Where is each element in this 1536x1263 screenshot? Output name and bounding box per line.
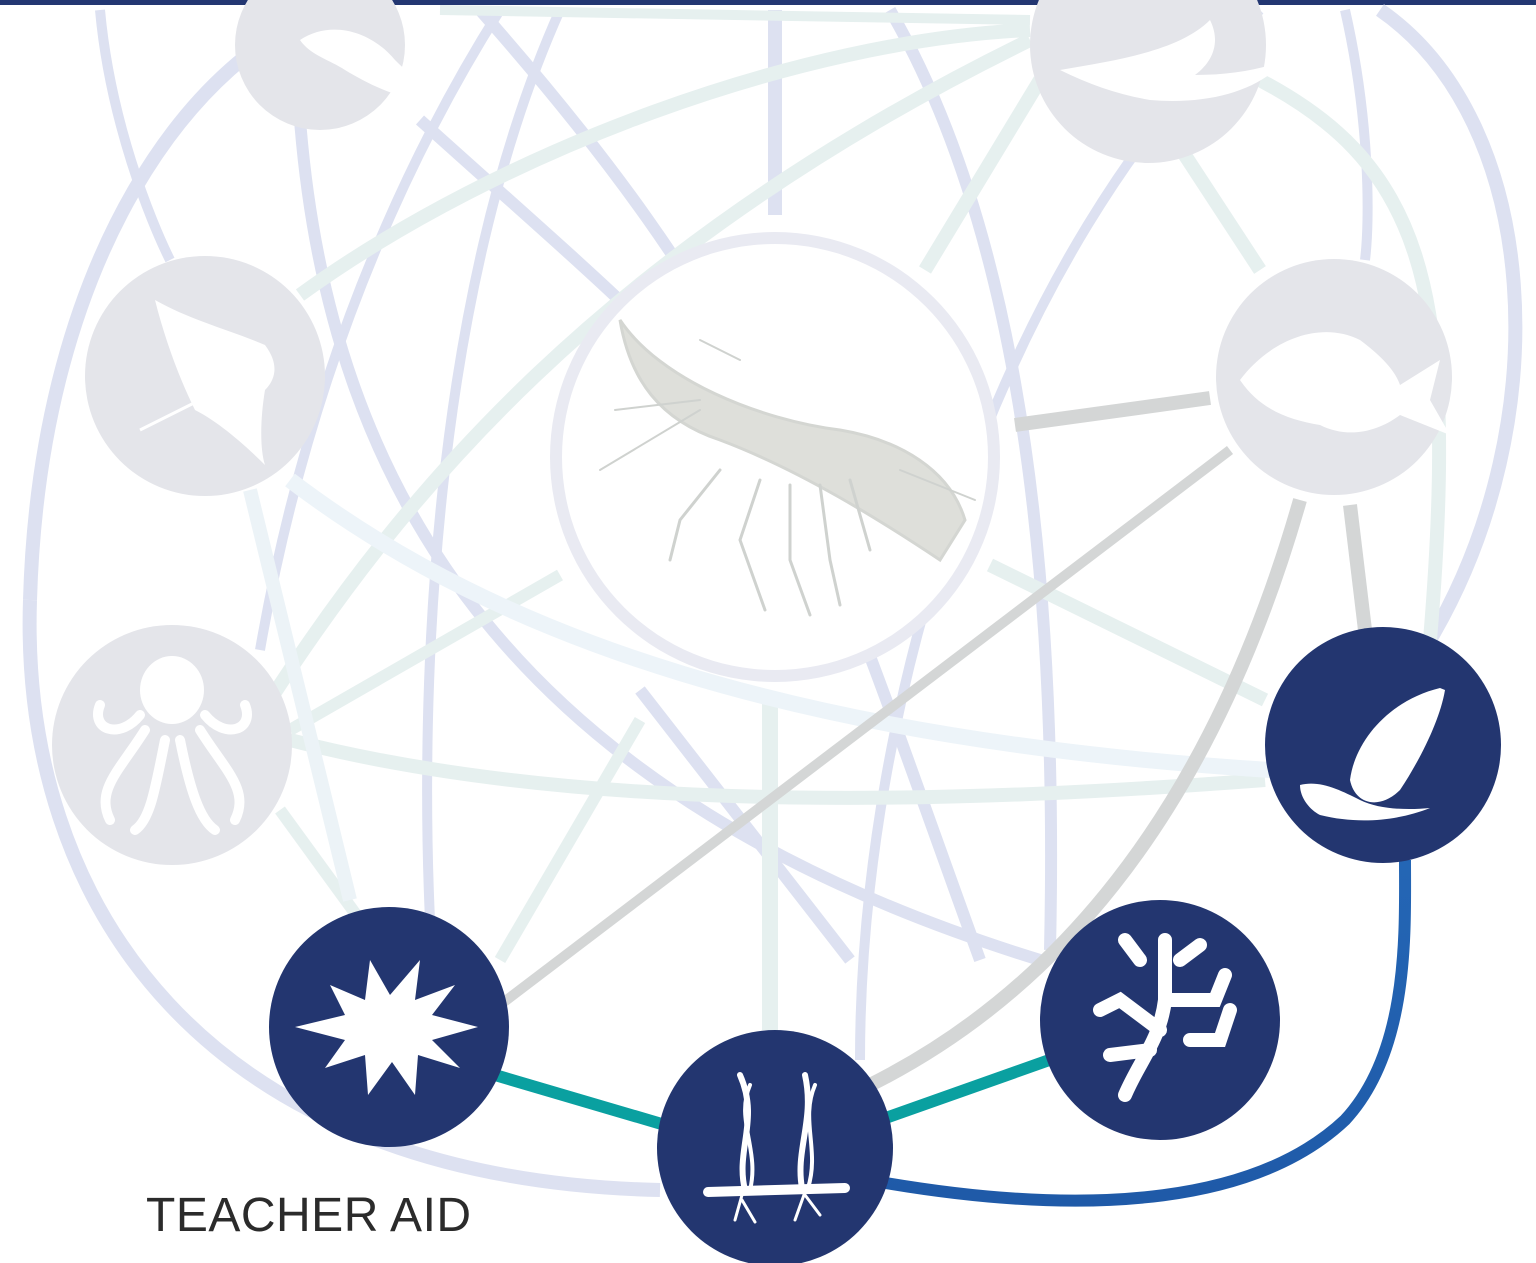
link-seagrass-coral: [877, 1052, 1058, 1126]
link-seagrass-snail: [878, 859, 1412, 1207]
link-gray: [1014, 391, 1211, 432]
link-mint: [275, 806, 365, 924]
octopus-icon: [93, 656, 252, 835]
node-coral: [1040, 900, 1280, 1140]
dolphin-icon: [1060, 20, 1285, 101]
link-mint: [439, 5, 1031, 25]
node-turtle: [235, 0, 433, 130]
link-gray: [1343, 504, 1372, 631]
sea-snail-icon: [1300, 688, 1445, 821]
node-seagrass: [657, 1030, 893, 1263]
highlighted-links: [493, 859, 1412, 1207]
top-bar: [0, 0, 1536, 5]
node-octopus: [52, 625, 292, 865]
coral-icon: [1093, 933, 1237, 1102]
link-lavender: [22, 599, 661, 1197]
node-snail: [1265, 627, 1501, 863]
link-lavender: [255, 7, 505, 651]
link-mint: [1246, 68, 1447, 641]
link-urchin-seagrass: [493, 1069, 667, 1131]
link-mint: [986, 558, 1269, 707]
link-gray: [866, 498, 1307, 1092]
link-mint: [1169, 136, 1266, 274]
fish-icon: [1240, 332, 1450, 435]
node-ray: [85, 256, 325, 496]
manta-ray-icon: [155, 300, 275, 465]
seagrass-icon: [703, 1072, 850, 1224]
sea-turtle-icon: [300, 29, 433, 100]
node-dolphin: [1030, 0, 1285, 163]
caption: TEACHER AID: [146, 1189, 472, 1242]
node-lobster: [550, 232, 1000, 682]
sea-urchin-icon: [295, 960, 478, 1095]
link-lavender: [95, 9, 175, 263]
link-mint: [287, 569, 563, 736]
node-fish: [1216, 259, 1452, 495]
link-lavender: [884, 6, 1058, 951]
link-mint: [919, 76, 1046, 274]
link-gray: [496, 446, 1234, 1009]
spiny-lobster-icon: [599, 319, 976, 617]
link-pale-blue: [285, 473, 1271, 778]
link-lavender: [422, 7, 565, 921]
link-mint: [264, 33, 1034, 704]
link-mint: [494, 716, 646, 964]
link-lavender: [415, 115, 645, 325]
link-mint: [295, 23, 1031, 301]
node-urchin: [269, 907, 509, 1147]
link-mint: [288, 733, 1266, 805]
link-lavender: [1376, 4, 1523, 644]
link-mint: [243, 488, 357, 902]
